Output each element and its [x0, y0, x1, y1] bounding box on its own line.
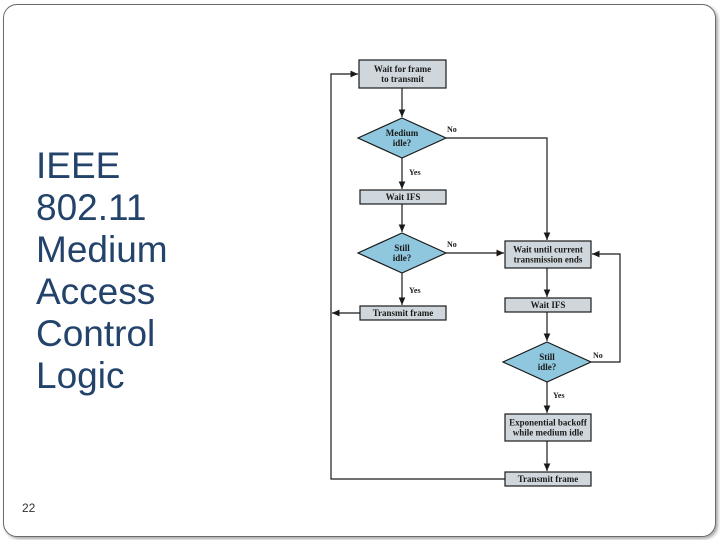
node-transmit-frame-2-text-1: Transmit frame [518, 474, 579, 484]
slide-frame [3, 4, 716, 537]
edge-loop-back [330, 70, 505, 480]
node-wait-until-transmission-ends-text-1: Wait until current [513, 245, 583, 255]
edge-label-still-idle-1-yes: Yes [409, 286, 421, 295]
node-transmit-frame-2: Transmit frame [504, 471, 592, 487]
node-exponential-backoff-text-1: Exponential backoff [509, 418, 588, 428]
node-transmit-frame-1-text-1: Transmit frame [373, 308, 434, 318]
edge-label-still-idle-2-no: No [593, 351, 603, 360]
edge-label-medium-idle-no: No [447, 125, 457, 134]
decision-medium-idle-text-1: Medium [386, 128, 419, 138]
edge-still-idle2-no [591, 250, 621, 363]
node-wait-for-frame-text-1: Wait for frame [374, 64, 431, 74]
title-line-6: Logic [36, 355, 125, 396]
title-line-5: Control [36, 313, 156, 354]
node-wait-until-transmission-ends-text-2: transmission ends [514, 255, 583, 265]
decision-still-idle-1-text-2: idle? [393, 253, 412, 263]
node-wait-ifs-2-text-1: Wait IFS [531, 300, 566, 310]
edge-label-medium-idle-yes: Yes [409, 168, 421, 177]
title-line-2: 802.11 [36, 187, 147, 228]
decision-still-idle-1-text-1: Still [394, 243, 410, 253]
node-transmit-frame-1: Transmit frame [359, 305, 447, 321]
title-line-1: IEEE [36, 145, 121, 186]
edge-label-still-idle-2-yes: Yes [553, 391, 565, 400]
edge-medium-idle-no [446, 137, 551, 240]
edge-label-still-idle-1-no: No [447, 240, 457, 249]
node-exponential-backoff-text-2: while medium idle [513, 428, 584, 438]
page-number: 22 [22, 501, 36, 515]
decision-medium-idle-text-2: idle? [393, 138, 412, 148]
slide-title: IEEE 802.11 Medium Access Control Logic [36, 145, 206, 397]
decision-still-idle-2-text-1: Still [539, 352, 555, 362]
node-wait-ifs-1: Wait IFS [359, 189, 447, 205]
title-line-3: Medium [36, 229, 168, 270]
node-wait-ifs-2: Wait IFS [504, 297, 592, 313]
title-line-4: Access [36, 271, 156, 312]
node-wait-ifs-1-text-1: Wait IFS [386, 192, 421, 202]
node-wait-for-frame-text-2: to transmit [381, 74, 424, 84]
decision-still-idle-2-text-2: idle? [538, 362, 557, 372]
